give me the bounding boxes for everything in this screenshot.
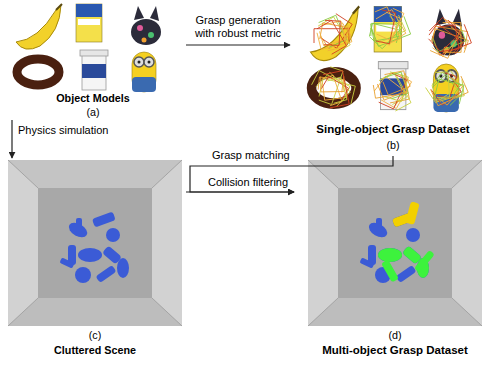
panel-caption: Multi-object Grasp Dataset [294,344,496,357]
grasp-line [429,20,461,52]
edge-label: Collision filtering [208,176,308,189]
multi-object-scene [308,160,482,326]
panel: Cluttered Scene (c) [4,158,186,366]
grasp-line [383,73,410,95]
edge-label: Grasp matching [212,149,312,162]
grasp-line [430,19,462,58]
grasp-line [436,72,450,98]
grasp-line [373,80,407,98]
grasp-line [433,72,460,98]
grasp-line [429,17,465,53]
panel: Multi-object Grasp Dataset (d) [294,158,496,366]
grasp-line [432,24,471,55]
grasp-line [383,72,408,102]
grasp-line [320,25,346,46]
grasp-line [321,76,344,92]
panel-letter: (c) [4,329,186,341]
flow-arrow [186,191,294,192]
grasp-line [437,78,463,105]
grasp-line [375,7,400,44]
panel-caption: Cluttered Scene [4,344,186,356]
grasp-line [429,24,463,55]
panel-caption: Object Models [0,92,186,104]
flow-arrow [11,120,12,158]
grasp-objects [310,6,464,112]
flow-arrow [190,156,393,192]
panel-letter: (a) [0,106,186,118]
panel: Object Models (a) [0,0,186,120]
panel: Single-object Grasp Dataset (b) [290,0,496,156]
grasp-line [323,71,349,108]
object-models [16,4,161,92]
grasp-line [378,8,404,45]
flow-arrow [186,44,290,45]
grasp-line [374,76,405,106]
panel-letter: (b) [290,139,496,151]
panel-letter: (d) [294,329,496,341]
grasp-line [327,77,347,103]
grasp-line [319,15,347,47]
grasp-line [376,10,396,44]
grasp-line [324,20,340,45]
grasp-lines [312,7,472,111]
panel-caption: Single-object Grasp Dataset [290,123,496,136]
grasp-line [317,20,346,54]
grasp-line [312,71,350,101]
edge-label: Physics simulation [18,124,128,137]
edge-label: Grasp generation with robust metric [190,14,286,40]
cluttered-scene [8,160,182,326]
